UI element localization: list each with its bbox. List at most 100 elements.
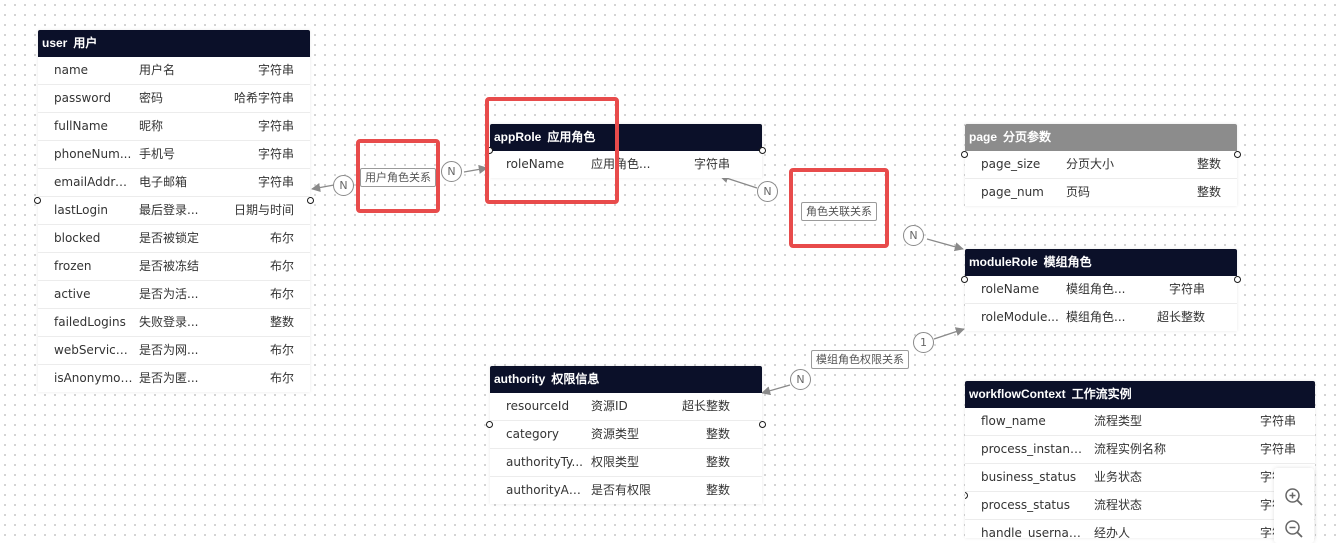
field-name: name <box>54 63 89 77</box>
field-row[interactable]: roleModule...模组角色...超长整数 <box>965 304 1237 331</box>
entity-modulerole-header[interactable]: moduleRole 模组角色 <box>965 249 1237 276</box>
field-name: password <box>54 91 111 105</box>
entity-name: page <box>969 130 998 144</box>
cardinality-badge: N <box>790 369 811 390</box>
field-label: 流程状态 <box>1094 498 1143 512</box>
edge-user-role-to-approle <box>463 164 488 174</box>
field-type: 布尔 <box>269 343 294 357</box>
connection-port[interactable] <box>1234 276 1241 283</box>
field-name: isAnonymous <box>54 371 134 385</box>
relation-label[interactable]: 用户角色关系 <box>360 168 436 187</box>
field-row[interactable]: process_status流程状态字符串 <box>965 492 1315 520</box>
field-name: emailAddress <box>54 175 134 189</box>
entity-page-header[interactable]: page 分页参数 <box>965 124 1237 151</box>
relation-label[interactable]: 角色关联关系 <box>801 202 877 221</box>
connection-port[interactable] <box>961 151 968 158</box>
zoom-in-icon[interactable] <box>1284 487 1304 507</box>
connection-port[interactable] <box>759 147 766 154</box>
field-row[interactable]: handle_usernam...经办人字符串 <box>965 520 1315 538</box>
field-type: 字符串 <box>1168 282 1205 296</box>
entity-label: 权限信息 <box>551 372 600 386</box>
field-name: process_status <box>981 498 1070 512</box>
cardinality-badge: N <box>333 175 354 196</box>
field-row[interactable]: emailAddress 电子邮箱 字符串 <box>38 169 310 197</box>
connection-port[interactable] <box>965 492 968 499</box>
connection-port[interactable] <box>759 421 766 428</box>
connection-port[interactable] <box>34 197 41 204</box>
field-name: authorityTy... <box>506 455 583 469</box>
connection-port[interactable] <box>307 197 314 204</box>
field-label: 电子邮箱 <box>139 175 188 189</box>
cardinality-badge: 1 <box>913 332 934 353</box>
entity-label: 模组角色 <box>1043 255 1092 269</box>
cardinality-badge: N <box>441 161 462 182</box>
entity-name: workflowContext <box>969 387 1066 401</box>
field-row[interactable]: authorityAb...是否有权限整数 <box>490 477 762 504</box>
field-name: handle_usernam... <box>981 526 1086 538</box>
field-name: fullName <box>54 119 108 133</box>
field-name: page_size <box>981 157 1041 171</box>
highlight-box <box>789 168 889 248</box>
entity-user-header[interactable]: user 用户 <box>38 30 310 57</box>
connection-port[interactable] <box>1234 151 1241 158</box>
field-name: failedLogins <box>54 315 126 329</box>
field-name: process_instanc... <box>981 442 1086 456</box>
field-label: 业务状态 <box>1094 470 1143 484</box>
field-row[interactable]: business_status业务状态字符串 <box>965 464 1315 492</box>
field-row[interactable]: webService...是否为网...布尔 <box>38 337 310 365</box>
edge-module-auth-to-modulerole <box>933 327 965 340</box>
field-name: phoneNum... <box>54 147 132 161</box>
field-name: category <box>506 427 560 441</box>
edge-role-link-to-modulerole <box>926 238 964 252</box>
field-row[interactable]: phoneNum... 手机号 字符串 <box>38 141 310 169</box>
field-name: page_num <box>981 185 1044 199</box>
field-label: 密码 <box>139 91 164 105</box>
field-type: 哈希字符串 <box>233 91 294 105</box>
field-type: 字符串 <box>1259 414 1296 428</box>
field-name: lastLogin <box>54 203 109 217</box>
field-name: flow_name <box>981 414 1046 428</box>
entity-label: 分页参数 <box>1003 130 1052 144</box>
field-row[interactable]: authorityTy...权限类型整数 <box>490 449 762 477</box>
field-label: 是否被锁定 <box>139 231 200 245</box>
field-label: 手机号 <box>139 147 176 161</box>
entity-name: moduleRole <box>969 255 1038 269</box>
field-name: authorityAb... <box>506 483 586 497</box>
field-type: 字符串 <box>257 63 294 77</box>
entity-name: user <box>42 36 68 50</box>
field-type: 布尔 <box>269 287 294 301</box>
field-row[interactable]: process_instanc...流程实例名称字符串 <box>965 436 1315 464</box>
zoom-out-icon[interactable] <box>1284 519 1304 539</box>
entity-label: 用户 <box>73 36 98 50</box>
field-type: 字符串 <box>257 175 294 189</box>
field-type: 字符串 <box>257 147 294 161</box>
field-label: 流程实例名称 <box>1094 442 1167 456</box>
relation-label[interactable]: 模组角色权限关系 <box>811 350 909 369</box>
connection-port[interactable] <box>486 421 493 428</box>
connection-port[interactable] <box>961 276 968 283</box>
field-row[interactable]: password 密码 哈希字符串 <box>38 85 310 113</box>
